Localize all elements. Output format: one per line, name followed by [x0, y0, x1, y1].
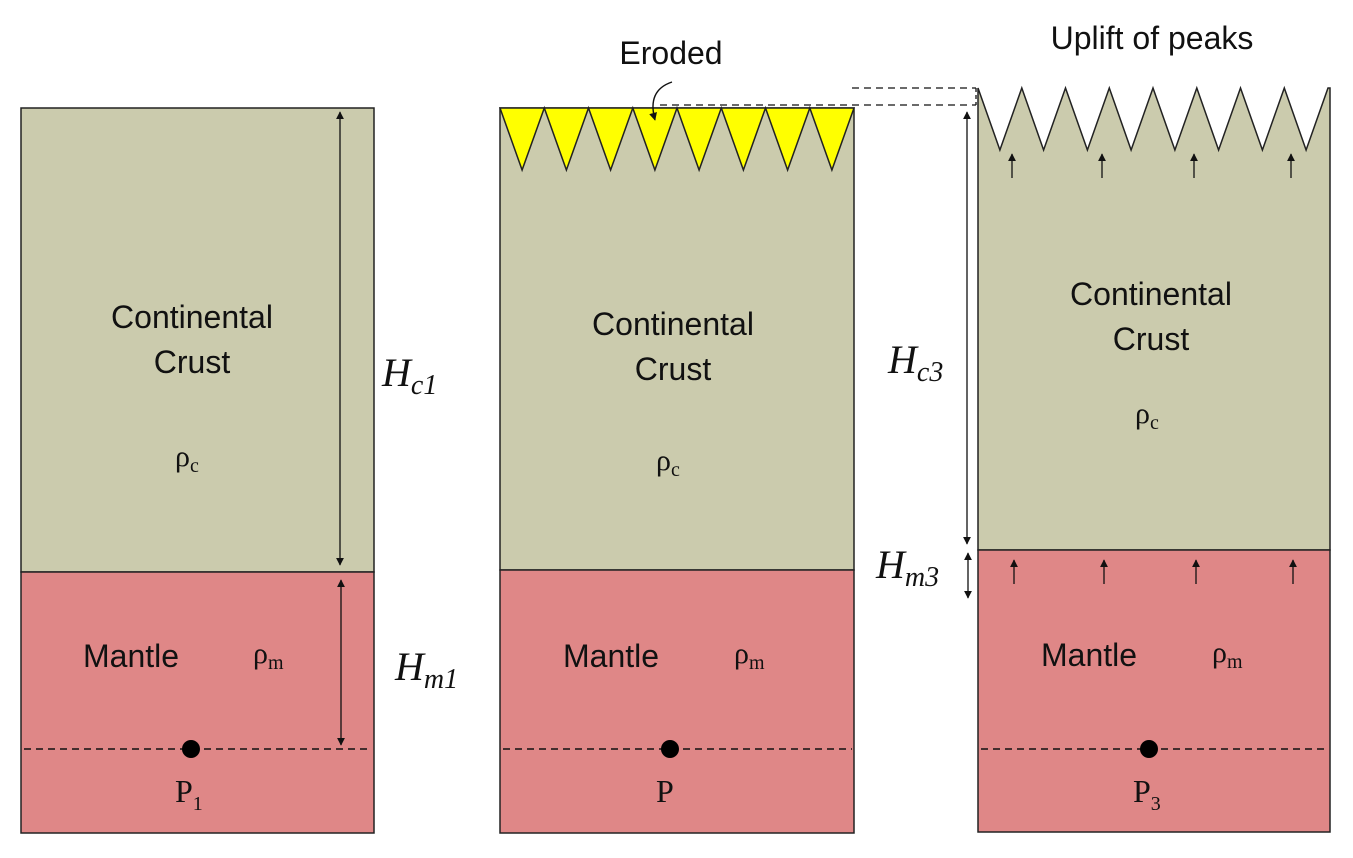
- eroded-pointer-arrow: [649, 81, 673, 121]
- mantle-label-1: Mantle: [83, 638, 179, 674]
- column-eroded: Continental Crust ρc Mantle ρm P Eroded: [498, 35, 856, 834]
- crust-label-2-line2: Crust: [635, 351, 712, 387]
- mantle-density-3: ρm: [1212, 636, 1243, 673]
- column-initial: Continental Crust ρc Mantle ρm P1: [20, 107, 375, 834]
- mantle-block-1: [20, 571, 375, 834]
- point-marker-1: [182, 740, 200, 758]
- mantle-block-2: [499, 569, 855, 834]
- crust-density-1: ρc: [175, 440, 199, 477]
- point-label-1: P1: [175, 773, 203, 815]
- mantle-label-2: Mantle: [563, 638, 659, 674]
- point-label-3: P3: [1133, 773, 1161, 815]
- crust-block-2: [499, 107, 855, 571]
- crust-label-3-line1: Continental: [1070, 276, 1232, 312]
- point-marker-2: [661, 740, 679, 758]
- hc3-label: Hc3: [887, 337, 943, 388]
- mantle-density-2: ρm: [734, 637, 765, 674]
- eroded-label: Eroded: [619, 35, 722, 71]
- crust-label-3-line2: Crust: [1113, 321, 1190, 357]
- uplift-label: Uplift of peaks: [1051, 20, 1254, 56]
- point-label-2: P: [656, 773, 674, 809]
- hm1-label: Hm1: [394, 644, 458, 695]
- mantle-label-3: Mantle: [1041, 637, 1137, 673]
- hc1-label: Hc1: [381, 350, 437, 401]
- hm3-label: Hm3: [875, 542, 939, 593]
- mantle-density-1: ρm: [253, 637, 284, 674]
- crust-block-3: [977, 85, 1331, 551]
- crust-label-1-line2: Crust: [154, 344, 231, 380]
- crust-block-1: [20, 107, 375, 573]
- crust-density-2: ρc: [656, 444, 680, 481]
- crust-label-1-line1: Continental: [111, 299, 273, 335]
- point-marker-3: [1140, 740, 1158, 758]
- mantle-block-3: [977, 549, 1331, 833]
- crust-density-3: ρc: [1135, 397, 1159, 434]
- crust-label-2-line1: Continental: [592, 306, 754, 342]
- eroded-peaks: [498, 105, 856, 173]
- column-uplifted: Continental Crust ρc Mantle ρm P3 Uplift…: [977, 20, 1331, 833]
